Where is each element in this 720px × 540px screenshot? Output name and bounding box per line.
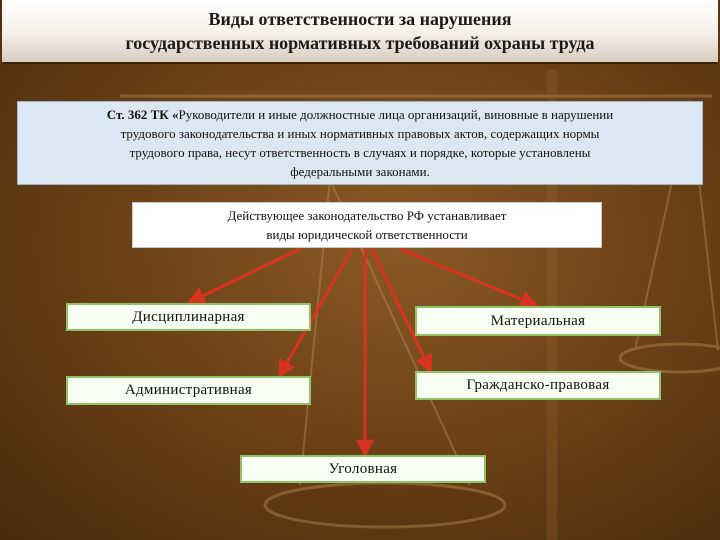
title-line-1: Виды ответственности за нарушения	[208, 9, 512, 29]
arrow-civil	[370, 248, 432, 374]
title-line-2: государственных нормативных требований о…	[125, 33, 595, 53]
quote-line-1-text: Руководители и иные должностные лица орг…	[178, 107, 614, 122]
kind-material: Материальная	[415, 306, 661, 336]
law-line-2: виды юридической ответственности	[266, 227, 468, 242]
slide-title: Виды ответственности за нарушения госуда…	[2, 0, 718, 64]
arrows	[186, 247, 539, 458]
quote-line-3: трудового права, несут ответственность в…	[129, 145, 591, 160]
kind-administrative: Административная	[66, 376, 311, 405]
quote-line-4: федеральными законами.	[290, 162, 430, 181]
arrow-administrative	[278, 248, 354, 379]
kind-criminal: Уголовная	[240, 455, 486, 483]
arrow-disciplinary	[186, 247, 301, 304]
article-quote-box: Ст. 362 ТК «Руководители и иные должност…	[17, 101, 703, 185]
arrow-material	[399, 247, 539, 308]
law-line-1: Действующее законодательство РФ устанавл…	[227, 208, 507, 223]
kind-disciplinary: Дисциплинарная	[66, 303, 311, 331]
quote-line-2: трудового законодательства и иных нормат…	[120, 126, 600, 141]
quote-line-4-text: федеральными законами.	[290, 164, 430, 179]
kind-civil: Гражданско-правовая	[415, 371, 661, 400]
legislation-box: Действующее законодательство РФ устанавл…	[132, 202, 602, 248]
quote-line-1: Ст. 362 ТК «Руководители и иные должност…	[107, 105, 613, 124]
quote-lead: Ст. 362 ТК «	[106, 107, 179, 122]
